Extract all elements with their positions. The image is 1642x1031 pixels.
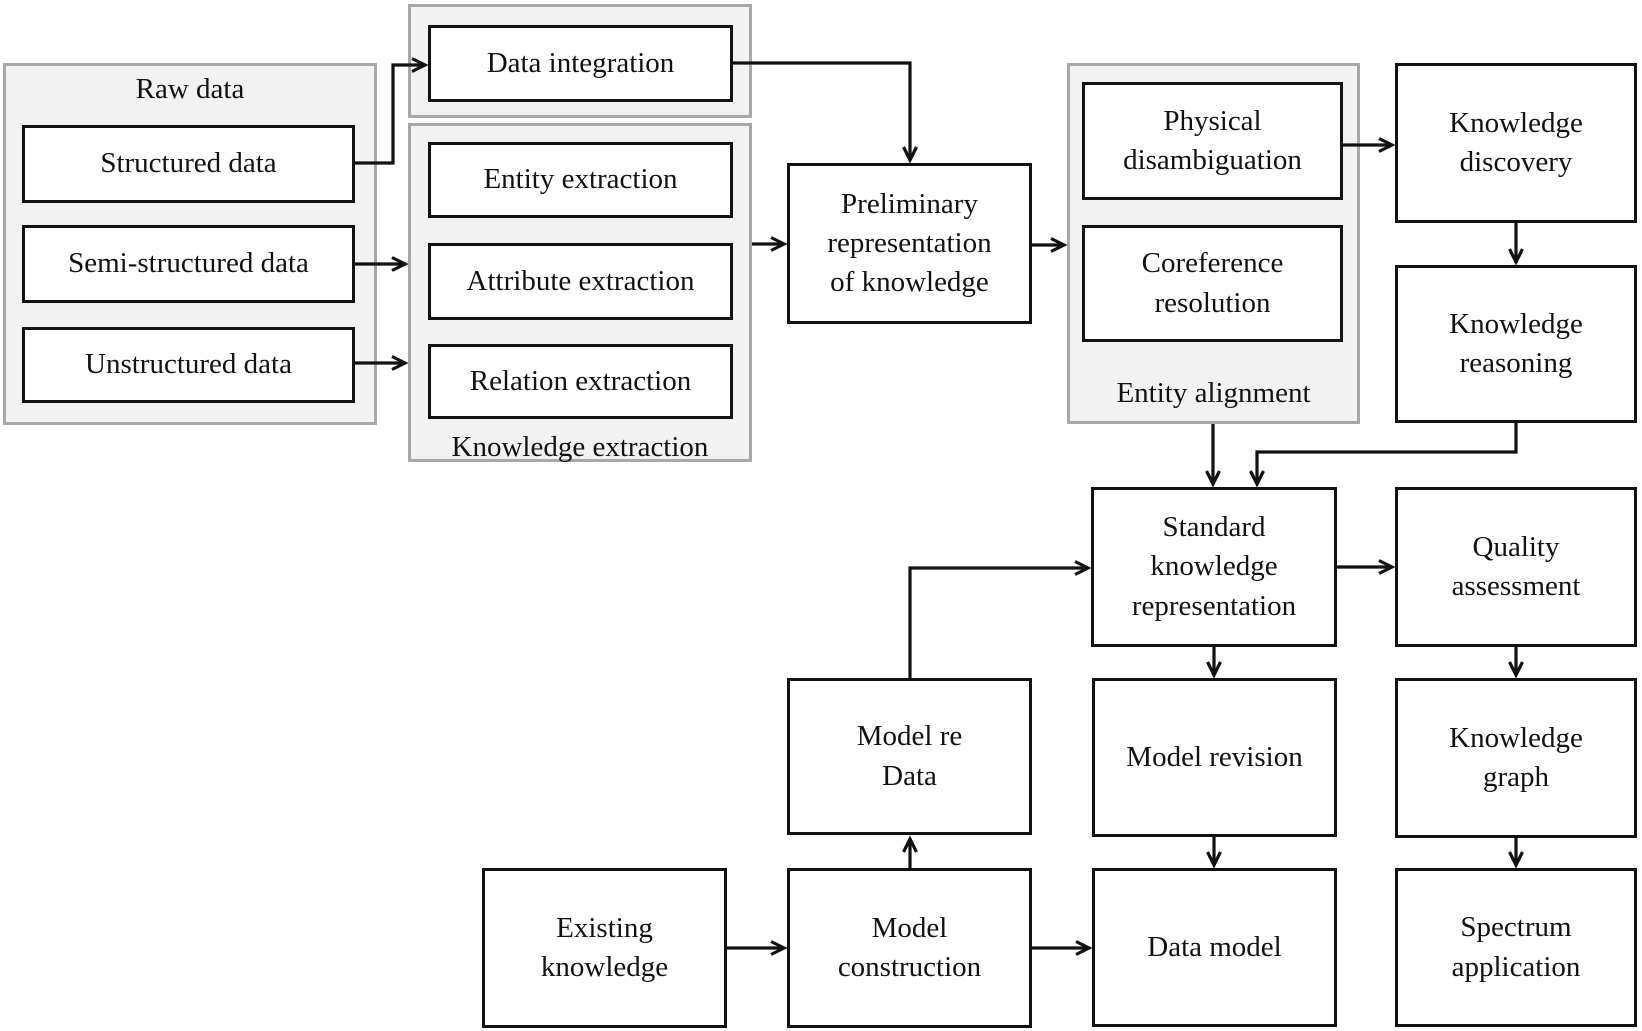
node-structured-data: Structured data [22, 125, 355, 203]
node-standard-knowledge-representation: Standard knowledge representation [1091, 487, 1337, 647]
node-model-re-data: Model re Data [787, 678, 1032, 835]
group-label-raw-data: Raw data [135, 73, 245, 105]
node-physical-disambiguation: Physical disambiguation [1082, 82, 1343, 200]
node-unstructured-data: Unstructured data [22, 327, 355, 403]
node-attribute-extraction: Attribute extraction [428, 243, 733, 320]
node-preliminary-representation: Preliminary representation of knowledge [787, 163, 1032, 324]
node-model-construction: Model construction [787, 868, 1032, 1028]
node-relation-extraction: Relation extraction [428, 344, 733, 419]
node-knowledge-reasoning: Knowledge reasoning [1395, 265, 1637, 423]
group-label-knowledge-extraction: Knowledge extraction [451, 431, 709, 463]
node-data-integration: Data integration [428, 25, 733, 102]
node-coreference-resolution: Coreference resolution [1082, 225, 1343, 342]
edge-data-integration-to-preliminary [733, 61, 918, 164]
node-semi-structured-data: Semi-structured data [22, 225, 355, 303]
edge-knowledge-reasoning-to-standard [1249, 423, 1518, 488]
node-existing-knowledge: Existing knowledge [482, 868, 727, 1028]
node-data-model: Data model [1092, 868, 1337, 1027]
group-label-entity-alignment: Entity alignment [1116, 377, 1311, 409]
node-spectrum-application: Spectrum application [1395, 868, 1637, 1027]
node-knowledge-graph: Knowledge graph [1395, 678, 1637, 838]
node-quality-assessment: Quality assessment [1395, 487, 1637, 647]
node-entity-extraction: Entity extraction [428, 142, 733, 218]
edge-model-re-data-to-standard [908, 560, 1092, 678]
node-model-revision: Model revision [1092, 678, 1337, 837]
node-knowledge-discovery: Knowledge discovery [1395, 63, 1637, 223]
